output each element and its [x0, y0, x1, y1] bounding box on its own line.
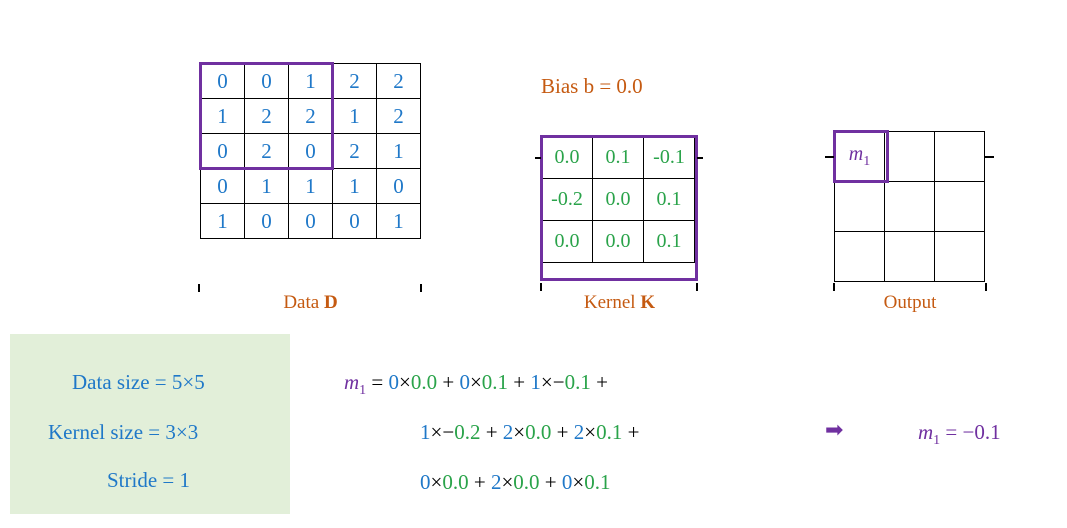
data-receptive-field-highlight	[199, 62, 334, 170]
equation-term: =	[366, 370, 389, 394]
equation-term: 2	[573, 420, 585, 444]
kernel-cell: 0.1	[643, 178, 695, 221]
equation-term: ×	[584, 420, 597, 444]
output-caption: Output	[883, 292, 937, 313]
data-cell: 0	[244, 203, 289, 239]
equation-term: 0.1	[564, 370, 591, 394]
output-cell	[934, 131, 985, 182]
equation-line-2: 1×−0.2 + 2×0.0 + 2×0.1 +	[420, 420, 639, 445]
equation-term: 0.0	[525, 420, 552, 444]
data-cell: 2	[376, 63, 421, 99]
equation-term: 0	[388, 370, 400, 394]
data-cell: 0	[376, 168, 421, 204]
equation-term: ×	[430, 470, 443, 494]
kernel-cell: 0.1	[643, 220, 695, 263]
equation-term: +	[590, 370, 608, 394]
data-cell: 2	[376, 98, 421, 134]
kernel-cell: 0.0	[541, 136, 593, 179]
equation-term: 0.0	[442, 470, 469, 494]
equation-term: +	[480, 420, 503, 444]
equation-term: ×	[572, 470, 585, 494]
equation-term: 2	[490, 470, 502, 494]
data-cell: 1	[288, 168, 333, 204]
output-cell	[934, 231, 985, 282]
bias-label: Bias b = 0.0	[541, 74, 643, 98]
kernel-caption: Kernel K	[583, 292, 656, 313]
data-caption: Data D	[283, 292, 338, 313]
data-cell: 1	[332, 98, 377, 134]
equation-term: 0.2	[454, 420, 481, 444]
data-cell: 2	[332, 133, 377, 169]
equation-term: ×−	[540, 370, 565, 394]
equation-term: +	[539, 470, 562, 494]
output-cell	[884, 181, 935, 232]
data-cell: 2	[332, 63, 377, 99]
equation-term: 0.1	[596, 420, 623, 444]
equation-term: 0.0	[410, 370, 438, 394]
data-cell: 1	[244, 168, 289, 204]
result: m1 = −0.1	[918, 420, 1001, 449]
output-cell	[834, 181, 885, 232]
data-cell: 1	[332, 168, 377, 204]
equation-term: ×	[513, 420, 526, 444]
equation-term: +	[551, 420, 574, 444]
equation-term: +	[508, 370, 531, 394]
data-cell: 0	[332, 203, 377, 239]
equation-term: 0	[459, 370, 470, 394]
equation-term: ×	[399, 370, 411, 394]
kernel-size-label: Kernel size = 3×3	[48, 420, 199, 444]
equation-line-1: m1 = 0×0.0 + 0×0.1 + 1×−0.1 +	[344, 370, 608, 399]
arrow-icon: ➡	[825, 418, 844, 443]
data-cell: 1	[200, 203, 245, 239]
output-cell	[884, 231, 935, 282]
equation-term: +	[622, 420, 640, 444]
equation-term: 0	[420, 470, 431, 494]
info-panel: Data size = 5×5 Kernel size = 3×3 Stride…	[10, 334, 290, 514]
kernel-highlight	[540, 135, 698, 281]
equation-term: ×	[501, 470, 514, 494]
equation-term: 0	[561, 470, 573, 494]
equation-term: +	[437, 370, 460, 394]
data-cell: 1	[376, 133, 421, 169]
output-grid: m1	[834, 131, 985, 282]
equation-term: 0.0	[513, 470, 540, 494]
data-cell: 0	[288, 203, 333, 239]
output-cell	[934, 181, 985, 232]
equation-term: ×	[469, 370, 482, 394]
equation-term: 0.1	[584, 470, 611, 494]
kernel-cell: 0.0	[592, 220, 644, 263]
data-cell: 0	[288, 133, 333, 169]
kernel-cell: 0.0	[592, 178, 644, 221]
kernel-cell: -0.1	[643, 136, 695, 179]
data-cell: 1	[376, 203, 421, 239]
equation-line-3: 0×0.0 + 2×0.0 + 0×0.1	[420, 470, 610, 495]
output-cell	[834, 231, 885, 282]
equation-term: 1	[530, 370, 541, 394]
data-cell: 0	[200, 168, 245, 204]
equation-term: 0.1	[481, 370, 509, 394]
equation-term: +	[468, 470, 491, 494]
output-cell	[884, 131, 935, 182]
equation-term: 1	[420, 420, 431, 444]
equation-term: 2	[502, 420, 514, 444]
stride-label: Stride = 1	[107, 468, 191, 492]
output-cell-highlight	[833, 130, 889, 183]
kernel-cell: -0.2	[541, 178, 593, 221]
equation-term: ×−	[430, 420, 455, 444]
data-size-label: Data size = 5×5	[72, 370, 205, 394]
